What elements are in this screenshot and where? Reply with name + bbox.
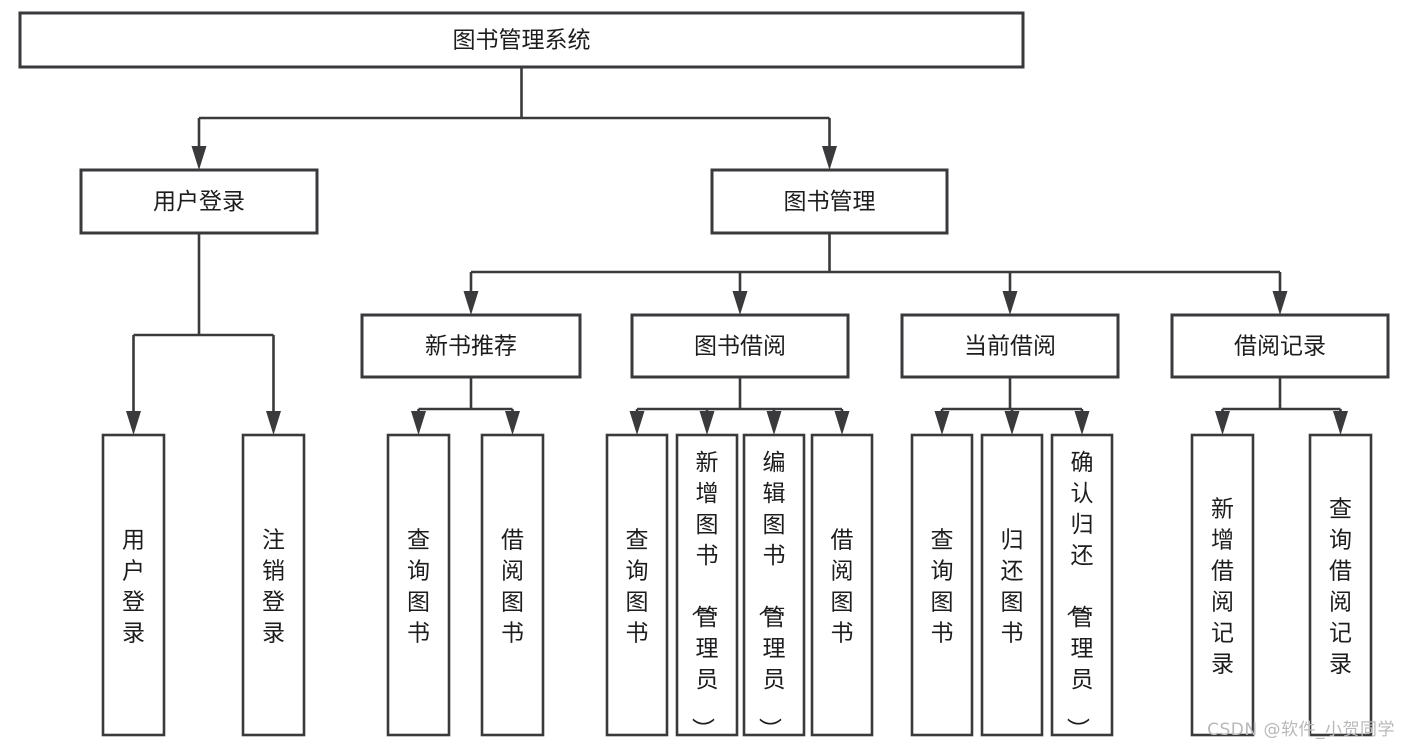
arrow-head-icon	[1004, 411, 1020, 435]
watermark-label: CSDN @软件_小贺同学	[1207, 720, 1395, 740]
node-label: 当前借阅	[964, 334, 1056, 360]
arrow-head-icon	[266, 411, 281, 435]
node-leaf-user-login[interactable]: 用户登录	[101, 433, 166, 737]
node-label: 借阅图书	[831, 527, 854, 646]
node-label: 确认归还（管理员）	[1065, 450, 1094, 741]
node-leaf-borrow-book-1[interactable]: 借阅图书	[480, 433, 545, 737]
node-box	[710, 168, 949, 235]
node-label: 图书借阅	[694, 334, 786, 360]
node-label: 新增图书（管理员）	[690, 450, 719, 741]
node-box	[18, 11, 1025, 69]
arrow-head-icon	[505, 411, 520, 435]
node-leaf-add-book[interactable]: 新增图书（管理员）	[675, 433, 739, 741]
node-box	[386, 433, 451, 737]
arrow-head-icon	[411, 411, 426, 435]
node-label: 编辑图书（管理员）	[757, 450, 786, 741]
node-box	[1050, 433, 1114, 737]
node-label: 注销登录	[262, 527, 285, 646]
node-leaf-confirm-return[interactable]: 确认归还（管理员）	[1050, 433, 1114, 741]
node-label: 用户登录	[153, 189, 245, 215]
node-label: 借阅记录	[1234, 334, 1326, 360]
node-leaf-edit-book[interactable]: 编辑图书（管理员）	[742, 433, 806, 741]
node-label: 查询借阅记录	[1329, 496, 1352, 677]
node-label: 新书推荐	[425, 334, 517, 360]
node-leaf-logout[interactable]: 注销登录	[241, 433, 306, 737]
arrow-head-icon	[1272, 291, 1288, 315]
node-user-login[interactable]: 用户登录	[79, 168, 319, 235]
node-borrow-record[interactable]: 借阅记录	[1170, 313, 1390, 379]
node-leaf-query-record[interactable]: 查询借阅记录	[1308, 433, 1373, 737]
node-box	[79, 168, 319, 235]
arrow-head-icon	[1002, 291, 1018, 315]
arrow-head-icon	[126, 411, 141, 435]
node-book-manage[interactable]: 图书管理	[710, 168, 949, 235]
node-box	[910, 433, 974, 737]
node-new-book-rec[interactable]: 新书推荐	[360, 313, 582, 379]
node-box	[675, 433, 739, 737]
arrow-head-icon	[1333, 411, 1348, 435]
node-box	[1308, 433, 1373, 737]
node-label: 借阅图书	[501, 527, 524, 646]
node-leaf-return-book[interactable]: 归还图书	[980, 433, 1044, 737]
arrow-head-icon	[463, 291, 479, 315]
arrow-head-icon	[766, 411, 782, 435]
node-box	[810, 433, 874, 737]
arrow-head-icon	[934, 411, 950, 435]
node-box	[742, 433, 806, 737]
node-label: 归还图书	[1001, 527, 1024, 646]
arrow-head-icon	[1074, 411, 1090, 435]
node-box	[1170, 313, 1390, 379]
node-leaf-add-record[interactable]: 新增借阅记录	[1190, 433, 1255, 737]
node-box	[980, 433, 1044, 737]
arrow-head-icon	[834, 411, 850, 435]
node-box	[360, 313, 582, 379]
node-layer: 图书管理系统用户登录图书管理新书推荐图书借阅当前借阅借阅记录用户登录注销登录查询…	[18, 11, 1390, 741]
node-label: 查询图书	[931, 527, 954, 646]
node-box	[241, 433, 306, 737]
node-label: 查询图书	[407, 527, 430, 646]
node-box	[630, 313, 850, 379]
arrow-head-icon	[191, 146, 207, 170]
node-box	[900, 313, 1120, 379]
node-box	[1190, 433, 1255, 737]
edge-layer	[126, 67, 1348, 435]
arrow-head-icon	[732, 291, 748, 315]
node-label: 新增借阅记录	[1211, 496, 1234, 677]
node-book-borrow[interactable]: 图书借阅	[630, 313, 850, 379]
node-leaf-query-book-1[interactable]: 查询图书	[386, 433, 451, 737]
node-label: 查询图书	[626, 527, 649, 646]
node-leaf-query-book-2[interactable]: 查询图书	[605, 433, 669, 737]
node-label: 用户登录	[122, 527, 145, 646]
node-box	[605, 433, 669, 737]
arrow-head-icon	[629, 411, 645, 435]
node-box	[480, 433, 545, 737]
node-label: 图书管理	[784, 189, 876, 215]
node-box	[101, 433, 166, 737]
node-root[interactable]: 图书管理系统	[18, 11, 1025, 69]
node-label: 图书管理系统	[453, 28, 591, 54]
arrow-head-icon	[699, 411, 715, 435]
node-leaf-borrow-book-2[interactable]: 借阅图书	[810, 433, 874, 737]
arrow-head-icon	[1215, 411, 1230, 435]
node-current-borrow[interactable]: 当前借阅	[900, 313, 1120, 379]
arrow-head-icon	[822, 146, 837, 170]
node-leaf-query-book-3[interactable]: 查询图书	[910, 433, 974, 737]
